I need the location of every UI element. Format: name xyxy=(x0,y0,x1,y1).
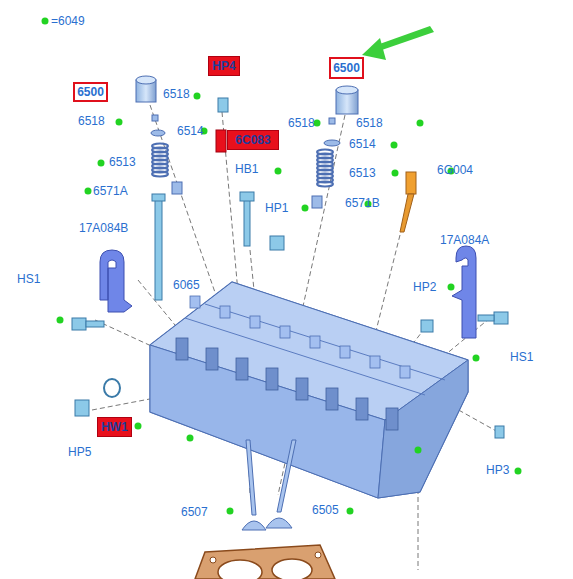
callout-number: 6505 xyxy=(312,503,339,517)
callout-number: 6513 xyxy=(349,166,376,180)
callout-number: 17A084A xyxy=(440,233,489,247)
callout-number: 6065 xyxy=(173,278,200,292)
red-plug xyxy=(216,130,226,152)
callout-number: 6518 xyxy=(78,114,105,128)
callout-number: HP3 xyxy=(486,463,509,477)
valves xyxy=(242,440,296,530)
callout-number: 6514 xyxy=(349,137,376,151)
callout-number: HP5 xyxy=(68,445,91,459)
callout-number: 6571A xyxy=(93,184,128,198)
head-journals xyxy=(176,296,410,430)
callout-number: 6514 xyxy=(177,124,204,138)
lifting-brackets xyxy=(100,246,476,338)
callout-number: 17A084B xyxy=(79,221,128,235)
callout-number: HP2 xyxy=(413,280,436,294)
boxed-part-number: 6500 xyxy=(329,57,364,79)
key-dots xyxy=(42,18,522,515)
callout-number: 6G004 xyxy=(437,163,473,177)
callout-number: HP1 xyxy=(265,201,288,215)
part-number: 6C083 xyxy=(235,133,270,147)
part-number: 6500 xyxy=(77,85,104,99)
callout-number: 6518 xyxy=(356,116,383,130)
callout-number: HS1 xyxy=(17,272,40,286)
bolts xyxy=(72,98,508,438)
part-number: 6500 xyxy=(333,61,360,75)
highlighted-part-number: HP4 xyxy=(208,56,240,76)
pointer-arrow xyxy=(362,26,434,60)
callout-number: 6518 xyxy=(163,87,190,101)
temp-sensor xyxy=(400,172,416,232)
callout-number: 6507 xyxy=(181,505,208,519)
callout-number: HB1 xyxy=(235,162,258,176)
head-gasket xyxy=(195,545,335,579)
highlighted-part-number: HW1 xyxy=(97,417,132,437)
part-number: HP4 xyxy=(212,59,235,73)
callout-number: =6049 xyxy=(51,14,85,28)
washer xyxy=(104,379,120,397)
cylinder-head xyxy=(150,282,468,498)
callout-number: HS1 xyxy=(510,350,533,364)
valve-keepers xyxy=(151,115,340,208)
highlighted-part-number: 6C083 xyxy=(227,130,279,150)
callout-number: 6571B xyxy=(345,196,380,210)
leader-lines xyxy=(92,105,498,570)
callout-number: 6513 xyxy=(109,155,136,169)
part-number: HW1 xyxy=(101,420,128,434)
callout-number: 6518 xyxy=(288,116,315,130)
tappets xyxy=(136,76,358,114)
boxed-part-number: 6500 xyxy=(73,82,108,102)
